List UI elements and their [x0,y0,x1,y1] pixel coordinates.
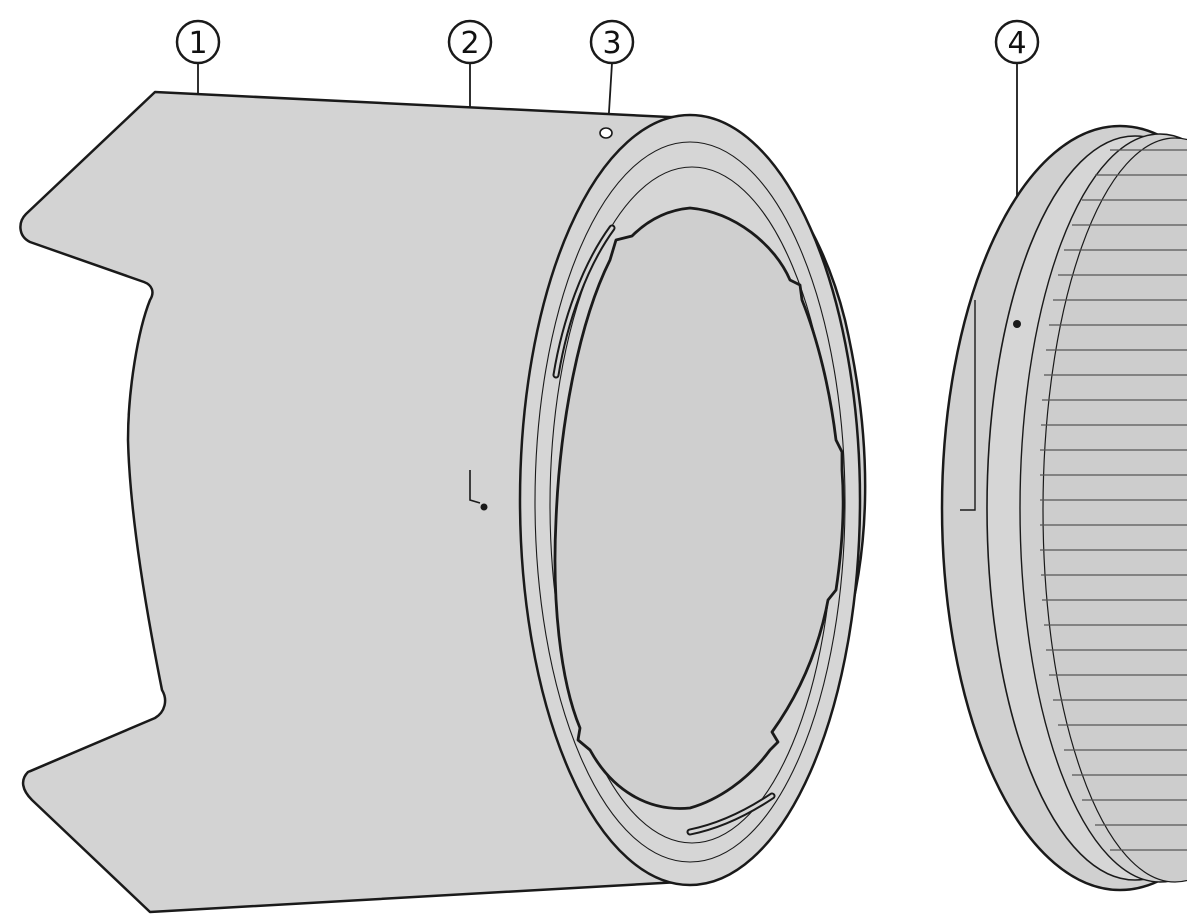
callout-2-label: 2 [460,26,479,61]
bayonet-slot-top-inner [554,226,614,377]
lens-bayonet-notch [960,300,976,511]
callout-4: 4 [994,19,1040,65]
callout-1-label: 1 [188,26,207,61]
hood-release-dot [599,127,613,139]
lens-grip-ridges [1040,149,1187,851]
lens-hood [19,90,867,914]
callout-3: 3 [589,19,635,65]
callout-1: 1 [175,19,221,65]
lens-index-dot [1013,320,1021,328]
callout-3-label: 3 [602,26,621,61]
hood-index-dot [480,503,488,511]
hood-rim-line-1 [534,141,846,863]
hood-index-mark [469,470,481,504]
callout-4-label: 4 [1007,26,1026,61]
hood-inner-opening [553,206,845,810]
petal-top-edge [29,241,145,283]
bayonet-slot-bottom-inner [688,794,774,834]
callout-2: 2 [447,19,493,65]
lens-barrel-ring-3 [1042,137,1187,883]
petal-bottom-edge [29,717,156,773]
lens-barrel [940,124,1187,892]
